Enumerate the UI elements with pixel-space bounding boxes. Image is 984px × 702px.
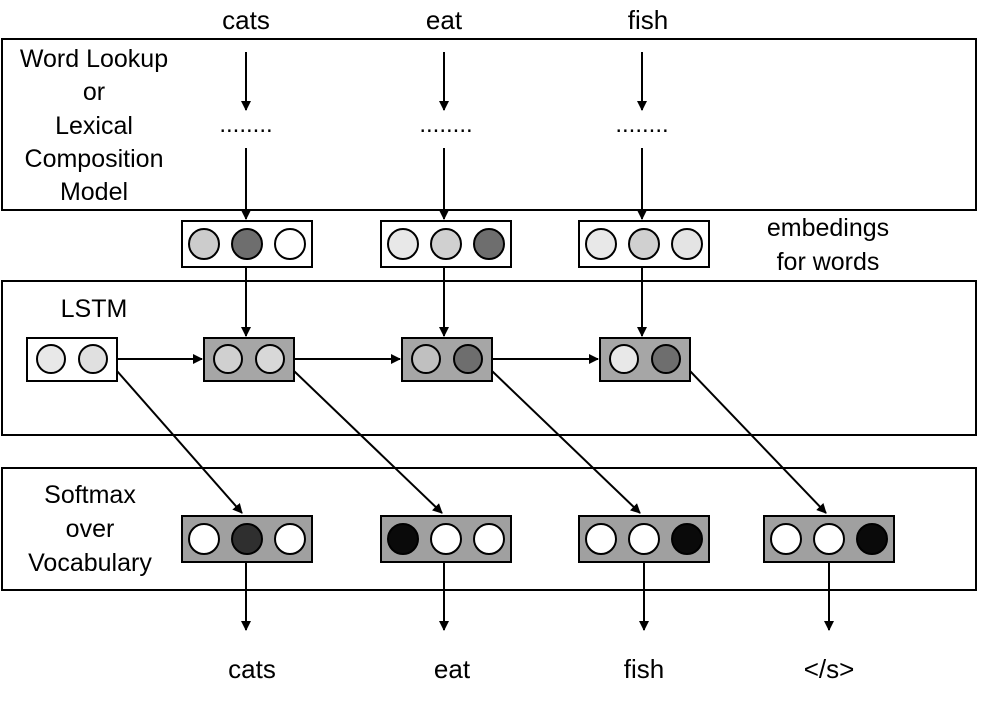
embedding-circle bbox=[473, 228, 505, 260]
softmax-circle bbox=[274, 523, 306, 555]
embedding-circle bbox=[585, 228, 617, 260]
embeddings-label-line-1: embedings bbox=[767, 214, 889, 242]
softmax-circle bbox=[813, 523, 845, 555]
embedding-circle bbox=[628, 228, 660, 260]
output-word-fish: fish bbox=[624, 654, 664, 684]
input-word-eat: eat bbox=[426, 5, 463, 35]
lstm-label: LSTM bbox=[61, 295, 128, 323]
lstm-initial-cell bbox=[26, 337, 118, 382]
lstm-initial-circle bbox=[78, 344, 108, 374]
lstm-circle bbox=[453, 344, 483, 374]
softmax-circle bbox=[770, 523, 802, 555]
embedding-circle bbox=[231, 228, 263, 260]
output-word-cats: cats bbox=[228, 654, 276, 684]
softmax-circle bbox=[628, 523, 660, 555]
embedding-cell-fish bbox=[578, 220, 710, 268]
lstm-circle bbox=[213, 344, 243, 374]
softmax-circle bbox=[430, 523, 462, 555]
softmax-cell-fish bbox=[578, 515, 710, 563]
softmax-circle bbox=[188, 523, 220, 555]
embedding-circle bbox=[430, 228, 462, 260]
lookup-label-line-3: Lexical bbox=[55, 112, 133, 140]
input-word-cats: cats bbox=[222, 5, 270, 35]
output-word-end: </s> bbox=[804, 654, 855, 684]
lstm-circle bbox=[411, 344, 441, 374]
softmax-circle bbox=[473, 523, 505, 555]
input-word-fish: fish bbox=[628, 5, 668, 35]
lstm-box bbox=[1, 280, 977, 436]
lstm-initial-circle bbox=[36, 344, 66, 374]
lookup-label-line-4: Composition bbox=[25, 145, 164, 173]
lookup-label-line-1: Word Lookup bbox=[20, 45, 168, 73]
embeddings-label-line-2: for words bbox=[777, 248, 880, 276]
ellipsis-cats: ........ bbox=[219, 111, 272, 138]
embedding-circle bbox=[188, 228, 220, 260]
embedding-circle bbox=[387, 228, 419, 260]
ellipsis-eat: ........ bbox=[419, 111, 472, 138]
embedding-circle bbox=[274, 228, 306, 260]
output-word-eat: eat bbox=[434, 654, 471, 684]
lstm-circle bbox=[609, 344, 639, 374]
lookup-label-line-2: or bbox=[83, 78, 105, 106]
lstm-cell-fish bbox=[599, 337, 691, 382]
arrow-diag-0 bbox=[116, 370, 243, 514]
lstm-cell-eat bbox=[401, 337, 493, 382]
lstm-cell-cats bbox=[203, 337, 295, 382]
lookup-model-box bbox=[1, 38, 977, 211]
softmax-circle bbox=[856, 523, 888, 555]
arrow-diag-1 bbox=[293, 370, 443, 514]
softmax-label-line-1: Softmax bbox=[44, 481, 136, 509]
softmax-cell-end bbox=[763, 515, 895, 563]
lstm-circle bbox=[651, 344, 681, 374]
softmax-circle bbox=[585, 523, 617, 555]
lstm-circle bbox=[255, 344, 285, 374]
embedding-circle bbox=[671, 228, 703, 260]
softmax-label-line-3: Vocabulary bbox=[28, 549, 152, 577]
softmax-label-line-2: over bbox=[66, 515, 115, 543]
softmax-cell-eat bbox=[380, 515, 512, 563]
embedding-cell-eat bbox=[380, 220, 512, 268]
softmax-circle bbox=[231, 523, 263, 555]
ellipsis-fish: ........ bbox=[615, 111, 668, 138]
arrow-diag-3 bbox=[689, 370, 827, 514]
softmax-cell-cats bbox=[181, 515, 313, 563]
softmax-circle bbox=[387, 523, 419, 555]
softmax-box bbox=[1, 467, 977, 591]
arrow-diag-2 bbox=[491, 370, 641, 514]
softmax-circle bbox=[671, 523, 703, 555]
lookup-label-line-5: Model bbox=[60, 178, 128, 206]
embedding-cell-cats bbox=[181, 220, 313, 268]
